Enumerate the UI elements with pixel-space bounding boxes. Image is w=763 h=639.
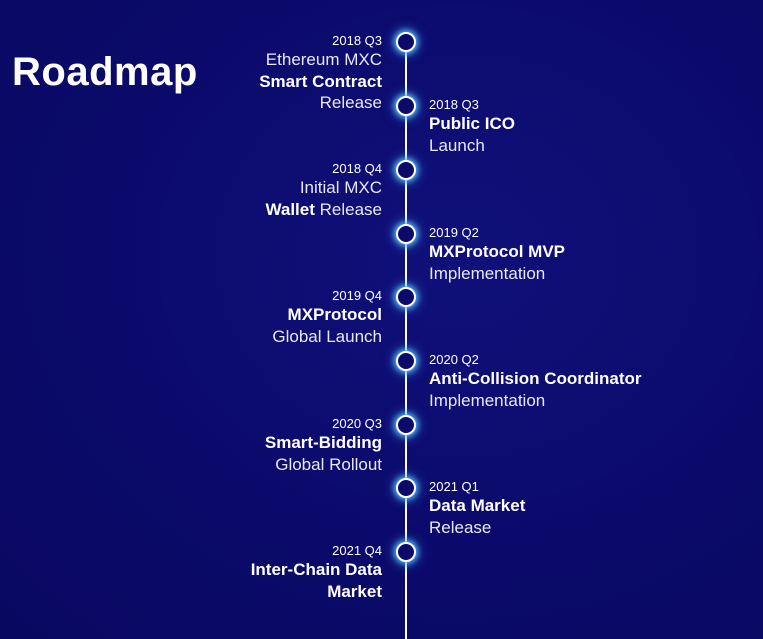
milestone-node (396, 96, 416, 116)
milestone-highlight-text: Public ICO (429, 114, 515, 133)
milestone-text: Release (429, 517, 492, 537)
milestone-date: 2020 Q3 (332, 416, 382, 431)
milestone-date: 2019 Q2 (429, 225, 479, 240)
milestone-text: Global Rollout (275, 454, 382, 474)
milestone-text-line: Implementation (429, 390, 759, 412)
milestone-highlight-text: MXProtocol MVP (429, 242, 566, 261)
milestone-date: 2018 Q3 (332, 33, 382, 48)
milestone-highlight-text: Smart-Bidding (264, 433, 382, 452)
milestone-text-line: Global Rollout (22, 454, 382, 476)
milestone-highlight-text: Data Market (429, 496, 526, 515)
milestone-highlight-text: Wallet (265, 199, 315, 219)
milestone-text-line: Smart-Bidding (22, 432, 382, 454)
page-title: Roadmap (12, 50, 198, 94)
milestone-highlight-text: Anti-Collision Coordinator (429, 369, 642, 388)
milestone-date: 2018 Q4 (332, 161, 382, 176)
milestone-highlight-text: MXProtocol (287, 305, 382, 324)
milestone-node (396, 32, 416, 52)
milestone-text: Global Launch (272, 326, 382, 346)
milestone-text-line: Wallet Release (22, 199, 382, 221)
milestone-highlight-text: Smart Contract (259, 71, 382, 91)
milestone-highlight-text: Market (327, 581, 382, 601)
milestone-text-line: MXProtocol MVP (429, 241, 759, 263)
milestone-4: 2019 Q2 MXProtocol MVP Implementation (429, 225, 759, 284)
milestone-node (396, 478, 416, 498)
milestone-text-line: Data Market (429, 495, 759, 517)
milestone-date: 2020 Q2 (429, 352, 479, 367)
milestone-2: 2018 Q3 Public ICO Launch (429, 97, 759, 156)
milestone-text-line: Public ICO (429, 113, 759, 135)
milestone-text-line: Release (429, 517, 759, 539)
milestone-text-line: Inter-Chain Data (22, 559, 382, 581)
milestone-text: Ethereum MXC (265, 50, 382, 69)
milestone-text-line: Launch (429, 135, 759, 157)
milestone-text: Initial MXC (299, 178, 382, 197)
milestone-text: Release (314, 199, 382, 219)
milestone-date: 2021 Q1 (429, 479, 479, 494)
milestone-node (396, 160, 416, 180)
milestone-node (396, 224, 416, 244)
milestone-node (396, 415, 416, 435)
milestone-text-line: Implementation (429, 263, 759, 285)
milestone-text-line: Initial MXC (22, 177, 382, 199)
milestone-text: Launch (429, 135, 485, 155)
milestone-date: 2018 Q3 (429, 97, 479, 112)
milestone-node (396, 542, 416, 562)
milestone-text-line: Global Launch (22, 326, 382, 348)
milestone-text-line: Release (22, 92, 382, 114)
milestone-node (396, 351, 416, 371)
milestone-text-line: MXProtocol (22, 304, 382, 326)
timeline-line (405, 42, 407, 639)
milestone-text-line: Market (22, 581, 382, 603)
milestone-highlight-text: Inter-Chain Data (250, 560, 382, 579)
milestone-text-line: Anti-Collision Coordinator (429, 368, 759, 390)
milestone-text-line: Ethereum MXC (22, 49, 382, 71)
milestone-text-line: Smart Contract (22, 71, 382, 93)
milestone-date: 2019 Q4 (332, 288, 382, 303)
milestone-text: Release (319, 93, 382, 112)
milestone-3: 2018 Q4 Initial MXC Wallet Release (22, 161, 382, 220)
milestone-date: 2021 Q4 (332, 543, 382, 558)
milestone-text: Implementation (429, 263, 546, 283)
milestone-node (396, 287, 416, 307)
milestone-text: Implementation (429, 390, 546, 410)
